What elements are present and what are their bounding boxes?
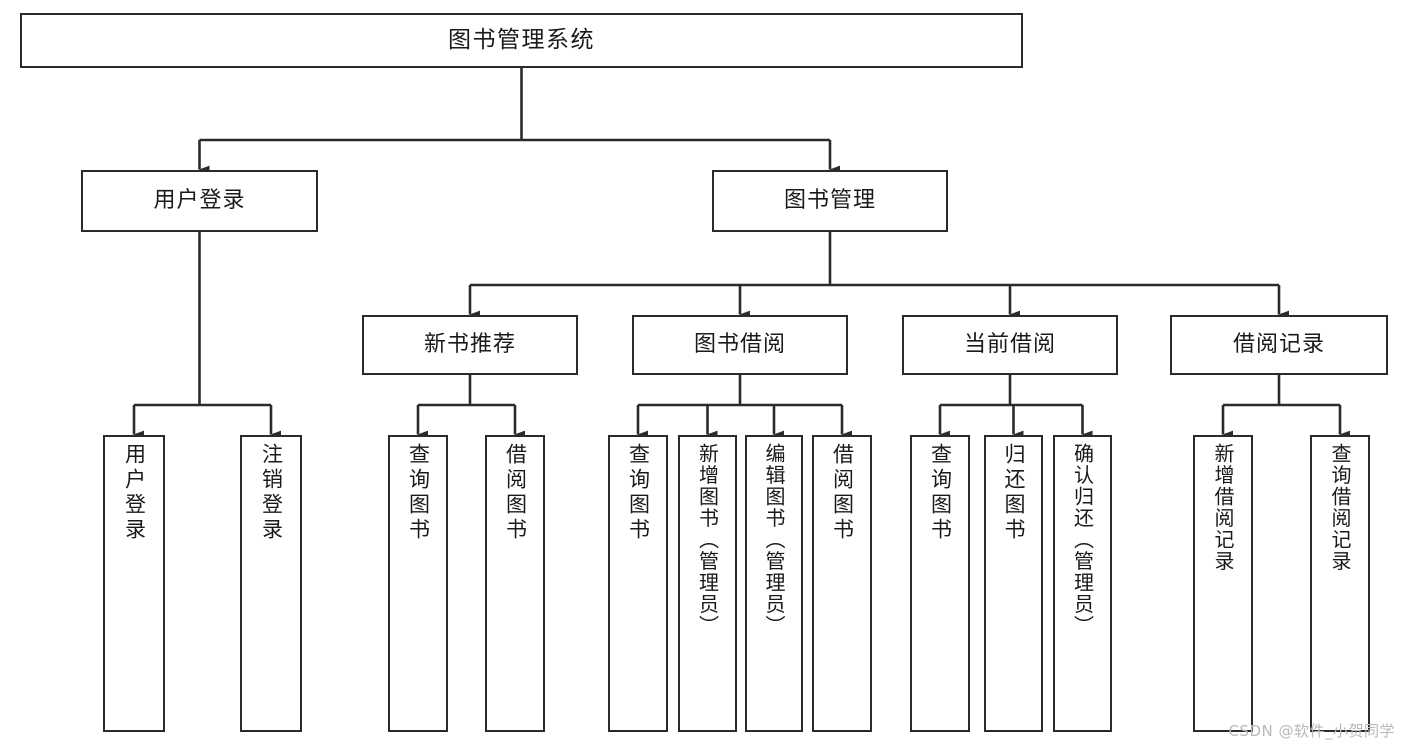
node-leaf-query-book-current[interactable]: 查询图书 (910, 435, 970, 732)
node-label: 图书管理 (783, 188, 876, 214)
node-label: 借阅记录 (1232, 332, 1325, 358)
node-leaf-edit-book-admin[interactable]: 编辑图书（管理员） (745, 435, 803, 732)
node-user-login[interactable]: 用户登录 (81, 170, 318, 232)
node-label: 查询图书 (928, 443, 953, 543)
node-book-manage[interactable]: 图书管理 (712, 170, 948, 232)
node-leaf-confirm-return-admin[interactable]: 确认归还（管理员） (1053, 435, 1112, 732)
node-leaf-return-book[interactable]: 归还图书 (984, 435, 1043, 732)
node-label: 图书借阅 (693, 332, 786, 358)
node-label: 当前借阅 (963, 332, 1056, 358)
node-leaf-user-login[interactable]: 用户登录 (103, 435, 165, 732)
node-label: 归还图书 (1002, 443, 1026, 543)
node-leaf-query-book-borrow[interactable]: 查询图书 (608, 435, 668, 732)
node-book-borrow[interactable]: 图书借阅 (632, 315, 848, 375)
node-label: 新书推荐 (423, 332, 516, 358)
node-label: 查询图书 (626, 443, 651, 543)
edges (132, 68, 1351, 439)
node-leaf-query-borrow-record[interactable]: 查询借阅记录 (1310, 435, 1370, 732)
node-leaf-query-book-new[interactable]: 查询图书 (388, 435, 448, 732)
node-borrow-record[interactable]: 借阅记录 (1170, 315, 1388, 375)
node-label: 借阅图书 (830, 443, 855, 543)
node-label: 用户登录 (153, 188, 246, 214)
node-label: 新增借阅记录 (1211, 443, 1235, 572)
node-label: 用户登录 (122, 443, 147, 543)
node-leaf-user-logout[interactable]: 注销登录 (240, 435, 302, 732)
node-label: 编辑图书（管理员） (762, 443, 786, 637)
node-label: 确认归还（管理员） (1070, 443, 1095, 637)
node-leaf-borrow-book[interactable]: 借阅图书 (812, 435, 872, 732)
node-root[interactable]: 图书管理系统 (20, 13, 1023, 68)
node-label: 查询图书 (406, 443, 431, 543)
node-current-borrow[interactable]: 当前借阅 (902, 315, 1118, 375)
node-leaf-borrow-book-new[interactable]: 借阅图书 (485, 435, 545, 732)
node-label: 注销登录 (259, 443, 284, 543)
node-label: 图书管理系统 (448, 26, 595, 53)
node-label: 新增图书（管理员） (695, 443, 720, 637)
node-label: 借阅图书 (503, 443, 528, 543)
node-leaf-add-book-admin[interactable]: 新增图书（管理员） (678, 435, 737, 732)
node-new-book-recommend[interactable]: 新书推荐 (362, 315, 578, 375)
node-leaf-add-borrow-record[interactable]: 新增借阅记录 (1193, 435, 1253, 732)
csdn-watermark: CSDN @软件_小贺同学 (1228, 722, 1395, 740)
node-label: 查询借阅记录 (1328, 443, 1352, 572)
